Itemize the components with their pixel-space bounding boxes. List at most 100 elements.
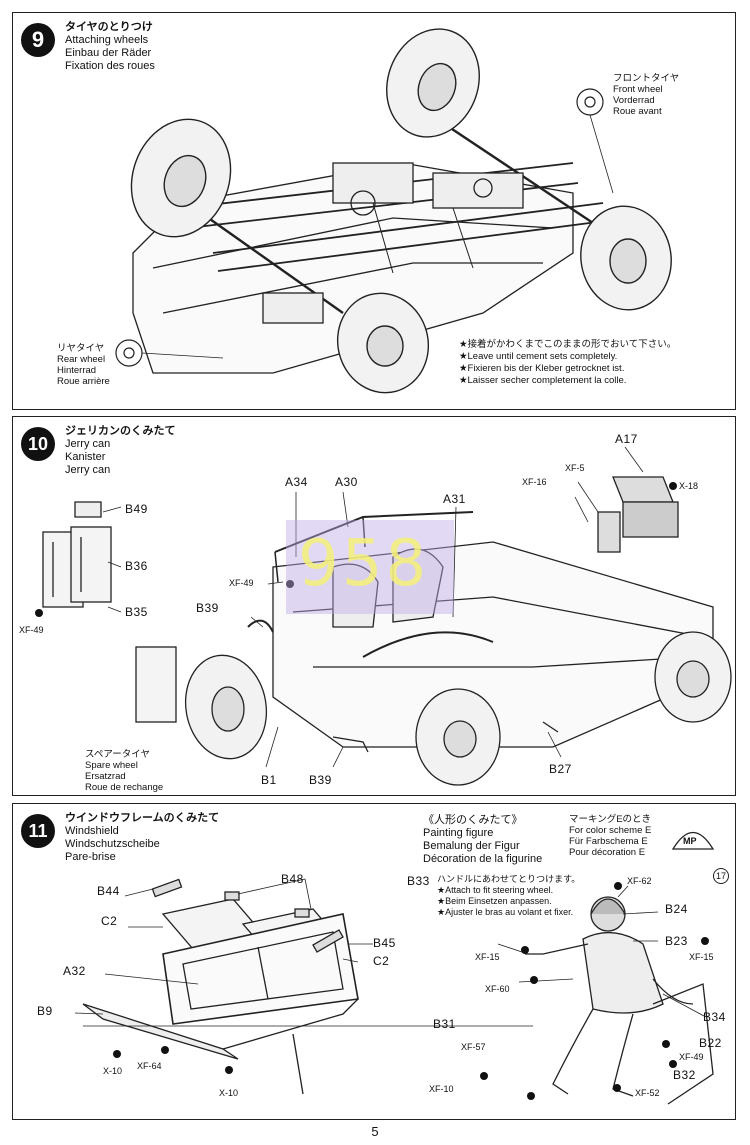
step-title: ジェリカンのくみたて Jerry can Kanister Jerry can	[65, 425, 175, 477]
title-jp: ウインドウフレームのくみたて	[65, 812, 220, 824]
step-11-panel: 11 ウインドウフレームのくみたて Windshield Windschutzs…	[12, 803, 736, 1120]
cement-note: ★接着がかわくまでこのままの形でおいて下さい。 ★Leave until cem…	[459, 339, 676, 387]
paint-xf49-left: XF-49	[19, 625, 44, 635]
title-de: Einbau der Räder	[65, 47, 152, 59]
title-de: Kanister	[65, 451, 106, 463]
step-10-panel: 10 ジェリカンのくみたて Jerry can Kanister Jerry c…	[12, 416, 736, 796]
step-9-panel: 9 タイヤのとりつけ Attaching wheels Einbau der R…	[12, 12, 736, 410]
part-b31: B31	[433, 1017, 456, 1031]
windshield-figure-drawing	[74, 832, 715, 1105]
jeep-jerrycan-drawing	[35, 446, 732, 786]
paint-xf64: XF-64	[137, 1061, 162, 1071]
fig-jp: 《人形のくみたて》	[423, 814, 523, 826]
rear-wheel-label: リヤタイヤ Rear wheel Hinterrad Roue arrière	[57, 343, 110, 387]
b33-fr: ★Ajuster le bras au volant et fixer.	[437, 907, 574, 917]
part-b1: B1	[261, 773, 277, 787]
b33-note: ハンドルにあわせてとりつけます。 ★Attach to fit steering…	[437, 874, 580, 918]
spare-wheel-label: スペアータイヤ Spare wheel Ersatzrad Roue de re…	[85, 749, 163, 793]
paint-x10-left: X-10	[103, 1066, 123, 1076]
part-c2-right: C2	[373, 954, 390, 968]
step-title: ウインドウフレームのくみたて Windshield Windschutzsche…	[65, 812, 219, 864]
title-fr: Fixation des roues	[65, 60, 155, 72]
spare-wheel-en: Spare wheel	[85, 760, 138, 771]
paint-xf49-body: XF-49	[229, 578, 254, 588]
note-jp: ★接着がかわくまでこのままの形でおいて下さい。	[459, 339, 677, 350]
part-b22: B22	[699, 1036, 722, 1050]
part-b36: B36	[125, 559, 148, 573]
front-wheel-de: Vorderrad	[613, 95, 655, 106]
part-a30: A30	[335, 475, 358, 489]
part-a32: A32	[63, 964, 86, 978]
front-wheel-jp: フロントタイヤ	[613, 73, 680, 84]
b33-en: ★Attach to fit steering wheel.	[437, 885, 554, 895]
part-b44: B44	[97, 884, 120, 898]
title-jp: タイヤのとりつけ	[65, 21, 153, 33]
title-de: Windschutzscheibe	[65, 838, 160, 850]
spare-wheel-fr: Roue de rechange	[85, 782, 164, 793]
part-b33: B33	[407, 874, 430, 888]
note-en: ★Leave until cement sets completely.	[459, 351, 618, 362]
paint-xf10: XF-10	[429, 1084, 454, 1094]
rear-wheel-fr: Roue arrière	[57, 376, 110, 387]
spare-wheel-jp: スペアータイヤ	[85, 749, 150, 760]
paint-xf15-right: XF-15	[689, 952, 714, 962]
mark-en: For color scheme E	[569, 825, 652, 836]
paint-x18: X-18	[679, 481, 699, 491]
watermark-text: 958	[298, 527, 430, 601]
note-de: ★Fixieren bis der Kleber getrocknet ist.	[459, 363, 625, 374]
step-number-badge: 10	[21, 427, 55, 461]
decal-17: 17	[713, 868, 729, 884]
title-fr: Pare-brise	[65, 851, 116, 863]
paint-xf16: XF-16	[522, 477, 547, 487]
fig-fr: Décoration de la figurine	[423, 853, 543, 865]
part-b39-bottom: B39	[309, 773, 332, 787]
paint-xf49: XF-49	[679, 1052, 704, 1062]
mark-de: Für Farbschema E	[569, 836, 648, 847]
rear-wheel-en: Rear wheel	[57, 354, 106, 365]
part-b49: B49	[125, 502, 148, 516]
b33-de: ★Beim Einsetzen anpassen.	[437, 896, 552, 906]
front-wheel-fr: Roue avant	[613, 106, 662, 117]
front-wheel-en: Front wheel	[613, 84, 663, 95]
paint-xf15-left: XF-15	[475, 952, 500, 962]
b33-jp: ハンドルにあわせてとりつけます。	[437, 874, 581, 884]
fig-en: Painting figure	[423, 827, 494, 839]
title-en: Windshield	[65, 825, 119, 837]
step-number-badge: 11	[21, 814, 55, 848]
paint-x10-right: X-10	[219, 1088, 239, 1098]
color-scheme-e-note: マーキングEのとき For color scheme E Für Farbsch…	[569, 814, 651, 858]
fig-de: Bemalung der Figur	[423, 840, 520, 852]
paint-xf57: XF-57	[461, 1042, 486, 1052]
title-fr: Jerry can	[65, 464, 111, 476]
part-b24: B24	[665, 902, 688, 916]
part-b32: B32	[673, 1068, 696, 1082]
part-a17: A17	[615, 432, 638, 446]
step-number-badge: 9	[21, 23, 55, 57]
jeep-chassis-drawing	[115, 28, 672, 394]
title-en: Attaching wheels	[65, 34, 149, 46]
part-a34: A34	[285, 475, 308, 489]
watermark-box	[286, 520, 454, 614]
step-title: タイヤのとりつけ Attaching wheels Einbau der Räd…	[65, 21, 155, 73]
part-b48: B48	[281, 872, 304, 886]
paint-xf62: XF-62	[627, 876, 652, 886]
part-b27: B27	[549, 762, 572, 776]
part-b9: B9	[37, 1004, 53, 1018]
paint-xf60: XF-60	[485, 984, 510, 994]
painting-figure-title: 《人形のくみたて》 Painting figure Bemalung der F…	[423, 814, 542, 866]
part-b34: B34	[703, 1010, 726, 1024]
front-wheel-label: フロントタイヤ Front wheel Vorderrad Roue avant	[613, 73, 679, 117]
rear-wheel-de: Hinterrad	[57, 365, 97, 376]
mark-fr: Pour décoration E	[569, 847, 646, 858]
part-b35: B35	[125, 605, 148, 619]
title-en: Jerry can	[65, 438, 111, 450]
mark-jp: マーキングEのとき	[569, 814, 652, 825]
part-a31: A31	[443, 492, 466, 506]
mp-helmet-badge: MP	[683, 836, 697, 846]
part-c2-left: C2	[101, 914, 118, 928]
spare-wheel-de: Ersatzrad	[85, 771, 126, 782]
part-b23: B23	[665, 934, 688, 948]
page-number: 5	[371, 1124, 379, 1139]
part-b39-top: B39	[196, 601, 219, 615]
note-fr: ★Laisser secher completement la colle.	[459, 375, 627, 386]
